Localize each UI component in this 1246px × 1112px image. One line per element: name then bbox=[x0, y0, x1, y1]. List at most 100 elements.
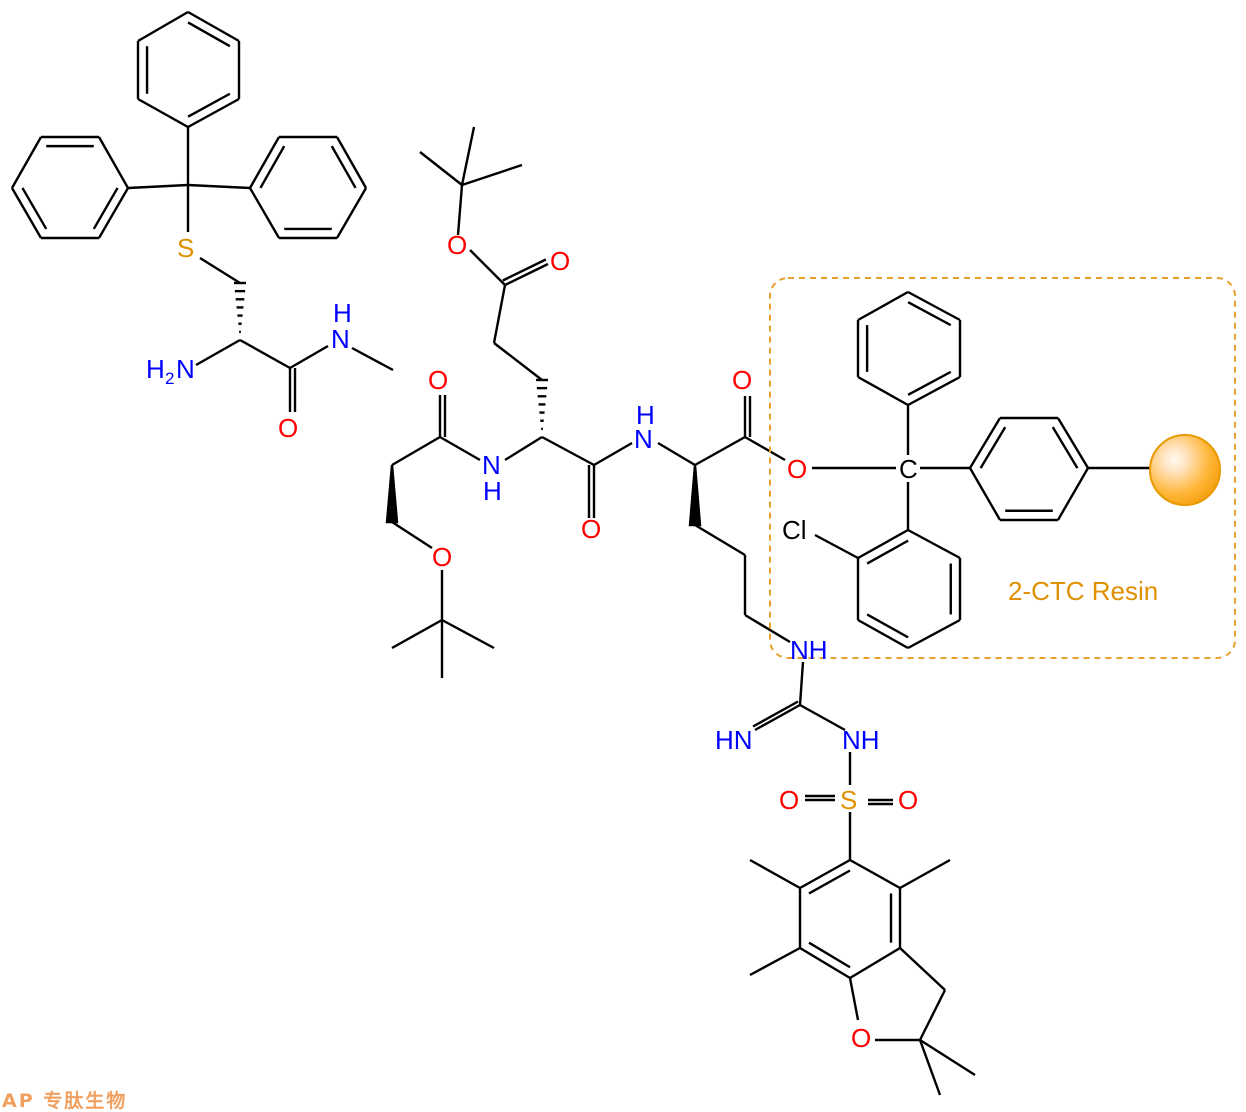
bond bbox=[749, 858, 801, 890]
wedge-bond bbox=[385, 464, 399, 524]
bond bbox=[469, 249, 506, 286]
bond bbox=[918, 1039, 942, 1096]
bond bbox=[1056, 467, 1090, 521]
bond bbox=[391, 520, 433, 550]
bond bbox=[493, 342, 543, 381]
bond bbox=[504, 262, 549, 287]
atom-o: O bbox=[851, 1023, 871, 1053]
bond bbox=[541, 435, 595, 467]
atom-n: N bbox=[634, 424, 653, 454]
atom-c: C bbox=[899, 454, 918, 484]
bond bbox=[187, 21, 231, 48]
bond bbox=[907, 290, 961, 322]
bond bbox=[10, 187, 43, 239]
atom-o: O bbox=[432, 542, 452, 572]
bond bbox=[857, 375, 909, 407]
bond bbox=[456, 184, 464, 236]
bond bbox=[502, 258, 547, 282]
bond bbox=[979, 426, 1007, 469]
atom-nh: NH bbox=[842, 725, 880, 755]
bond bbox=[657, 441, 696, 467]
atom-h: H bbox=[483, 476, 502, 506]
bond bbox=[504, 435, 543, 462]
atom-hn: HN bbox=[715, 725, 753, 755]
bond bbox=[391, 618, 443, 650]
bond bbox=[419, 151, 463, 186]
resin-label: 2-CTC Resin bbox=[1008, 576, 1158, 606]
resin-box bbox=[769, 277, 1236, 659]
atom-o: O bbox=[898, 785, 918, 815]
atom-n: N bbox=[331, 324, 350, 354]
bond bbox=[866, 613, 909, 639]
atom-o: O bbox=[779, 785, 799, 815]
atom-o: O bbox=[447, 230, 467, 260]
watermark-logo: AP 专肽生物 bbox=[2, 1090, 128, 1112]
bond bbox=[857, 618, 909, 650]
bond bbox=[814, 533, 859, 560]
bond bbox=[187, 183, 251, 190]
bond bbox=[391, 435, 441, 467]
bond bbox=[137, 97, 189, 129]
bond bbox=[918, 989, 947, 1041]
bond bbox=[744, 435, 786, 462]
atom-cl: Cl bbox=[782, 515, 807, 545]
bond bbox=[849, 858, 901, 890]
atom-s: S bbox=[177, 233, 194, 263]
bond bbox=[492, 284, 507, 344]
bond bbox=[1056, 417, 1090, 469]
bond bbox=[752, 700, 799, 728]
atom-h: H bbox=[636, 400, 655, 430]
bond bbox=[1051, 426, 1079, 469]
bond bbox=[330, 145, 357, 189]
bond bbox=[907, 301, 952, 327]
bond bbox=[919, 1038, 976, 1077]
bonds bbox=[10, 10, 1150, 1096]
atom-o: O bbox=[581, 514, 601, 544]
bond bbox=[351, 346, 394, 372]
bond bbox=[97, 136, 130, 189]
bond bbox=[335, 136, 368, 189]
bond bbox=[137, 10, 189, 43]
bond bbox=[848, 977, 860, 1021]
bond bbox=[744, 613, 791, 644]
bond bbox=[195, 338, 241, 367]
wedge-bond bbox=[688, 464, 702, 527]
bond bbox=[461, 163, 523, 187]
bond bbox=[92, 187, 119, 230]
atom-n: N bbox=[482, 450, 501, 480]
bond bbox=[866, 539, 909, 565]
bond bbox=[335, 187, 368, 239]
bond bbox=[754, 703, 801, 732]
resin-bead bbox=[1149, 434, 1221, 506]
bond bbox=[199, 256, 241, 285]
bond bbox=[289, 344, 329, 370]
bond bbox=[907, 370, 952, 396]
bond bbox=[808, 869, 851, 895]
bond bbox=[799, 946, 851, 980]
bond bbox=[857, 290, 909, 322]
bond bbox=[187, 97, 240, 129]
atom-o: O bbox=[428, 365, 448, 395]
bond bbox=[907, 528, 961, 560]
bond bbox=[799, 703, 846, 732]
bond bbox=[127, 183, 189, 190]
atom-o: O bbox=[278, 413, 298, 443]
bond bbox=[441, 618, 495, 650]
bond bbox=[187, 92, 231, 118]
bond bbox=[460, 126, 476, 186]
bond bbox=[248, 136, 281, 189]
bond bbox=[21, 187, 48, 230]
atom-o: O bbox=[732, 365, 752, 395]
atom-o: O bbox=[787, 454, 807, 484]
atom-sub: 2 bbox=[165, 369, 174, 388]
bond bbox=[968, 467, 1002, 521]
atom-s: S bbox=[840, 785, 857, 815]
bond bbox=[968, 417, 1002, 469]
bond bbox=[694, 523, 746, 557]
bond bbox=[907, 375, 961, 407]
bond bbox=[899, 858, 951, 890]
atom-n: N bbox=[176, 354, 195, 384]
bond bbox=[849, 946, 901, 980]
